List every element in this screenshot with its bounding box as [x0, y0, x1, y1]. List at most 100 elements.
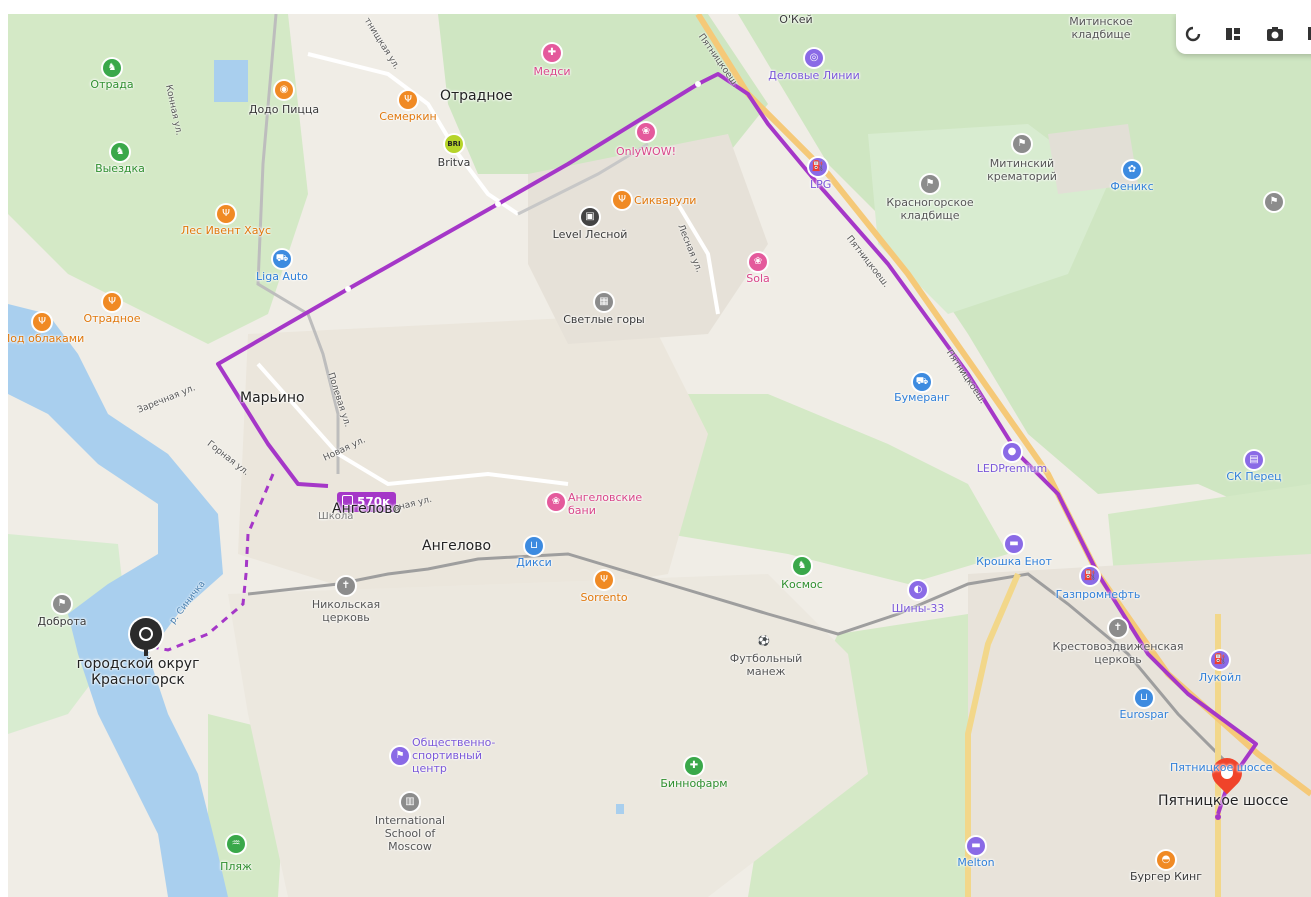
- beach-icon[interactable]: ♒: [227, 835, 245, 853]
- poi-sk-perec-label: СК Перец: [1226, 470, 1282, 483]
- poi-okey-label: О'Кей: [779, 14, 813, 26]
- ruler-icon[interactable]: [1300, 22, 1311, 46]
- bed-icon[interactable]: ▬: [967, 837, 985, 855]
- landmark-icon[interactable]: ⚑: [1013, 135, 1031, 153]
- school-label: Школа: [318, 511, 354, 522]
- sport-icon[interactable]: ⚑: [391, 747, 409, 765]
- poi-vyezdka-label: Выездка: [95, 162, 145, 175]
- layers-icon[interactable]: [1220, 22, 1246, 46]
- horse-icon[interactable]: ♞: [103, 59, 121, 77]
- poi-svetlye-gory-label: Светлые горы: [563, 313, 645, 326]
- car-icon[interactable]: ⛟: [913, 373, 931, 391]
- poi-lpg-label: LPG: [810, 178, 832, 191]
- britva-logo-icon[interactable]: BRI: [445, 135, 463, 153]
- basket-icon[interactable]: ⊔: [525, 537, 543, 555]
- district-angelovo-north: Ангелово: [332, 501, 402, 517]
- beauty-icon[interactable]: ❀: [749, 253, 767, 271]
- delivery-icon[interactable]: ◎: [805, 49, 823, 67]
- bed-icon[interactable]: ▬: [1005, 535, 1023, 553]
- burger-icon[interactable]: ◓: [1157, 851, 1175, 869]
- tire-icon[interactable]: ◐: [909, 581, 927, 599]
- map-toolbar: [1176, 14, 1311, 54]
- medical-icon[interactable]: ✚: [543, 44, 561, 62]
- route-start-marker[interactable]: [130, 618, 162, 656]
- bus-route-badge[interactable]: 570к: [337, 492, 397, 512]
- poi-semerkin-label: Семеркин: [379, 110, 437, 123]
- poi-krasnogorskoe-kladbishche-label: Красногорское кладбище: [886, 196, 974, 222]
- poi-sola-label: Sola: [746, 272, 770, 285]
- poi-kroshka-enot-label: Крошка Енот: [976, 555, 1052, 568]
- football-icon[interactable]: ⚽: [757, 636, 771, 647]
- flag-icon[interactable]: ⚑: [1265, 193, 1283, 211]
- pizza-icon[interactable]: ◉: [275, 81, 293, 99]
- restaurant-icon[interactable]: Ψ: [33, 313, 51, 331]
- fuel-icon[interactable]: ⛽: [1211, 651, 1229, 669]
- route-start-label: городской округ Красногорск: [76, 656, 200, 688]
- map-canvas[interactable]: 570к городской округ Красногорск Пятницк…: [8, 14, 1311, 897]
- map-base-layer: [8, 14, 1311, 897]
- poi-lukoil-label: Лукойл: [1198, 671, 1242, 684]
- briefcase-icon[interactable]: ▤: [1245, 451, 1263, 469]
- church-icon[interactable]: ✝: [337, 577, 355, 595]
- pharmacy-icon[interactable]: ✚: [685, 757, 703, 775]
- poi-melton-label: Melton: [957, 856, 995, 869]
- poi-eurospar-label: Eurospar: [1119, 708, 1169, 721]
- poi-mitinskoe-kladbishche-label: Митинское кладбище: [1069, 15, 1133, 41]
- poi-pod-oblakami-label: Под облаками: [8, 332, 85, 345]
- poi-plyazh-label: Пляж: [220, 860, 252, 873]
- poi-sport-center-label: Общественно- спортивный центр: [412, 736, 496, 775]
- poi-les-ivent-label: Лес Ивент Хаус: [181, 224, 271, 237]
- poi-level-lesnoy-label: Level Лесной: [552, 228, 628, 241]
- poi-gazpromneft-label: Газпромнефть: [1055, 588, 1141, 601]
- beauty-icon[interactable]: ❀: [637, 123, 655, 141]
- restaurant-icon[interactable]: Ψ: [103, 293, 121, 311]
- camera-icon[interactable]: [1262, 22, 1288, 46]
- church-icon[interactable]: ✝: [1109, 619, 1127, 637]
- school-icon[interactable]: ▥: [401, 793, 419, 811]
- poi-ledpremium-label: LEDPremium: [976, 462, 1048, 475]
- horse-icon[interactable]: ♞: [111, 143, 129, 161]
- poi-krestovozdvizhenskaya-label: Крестовоздвиженская церковь: [1052, 640, 1184, 666]
- fuel-icon[interactable]: ⛽: [809, 158, 827, 176]
- poi-football-label: Футбольный манеж: [729, 652, 803, 678]
- pet-icon[interactable]: ✿: [1123, 161, 1141, 179]
- poi-delovye-linii-label: Деловые Линии: [768, 69, 860, 82]
- flag-icon[interactable]: ⚑: [53, 595, 71, 613]
- refresh-icon[interactable]: [1180, 22, 1206, 46]
- poi-bumerang-label: Бумеранг: [894, 391, 950, 404]
- cemetery-icon[interactable]: ⚑: [921, 175, 939, 193]
- end-stop-label: Пятницкое шоссе: [1170, 761, 1273, 774]
- restaurant-icon[interactable]: Ψ: [399, 91, 417, 109]
- poi-medsi-label: Медси: [533, 65, 571, 78]
- restaurant-icon[interactable]: Ψ: [217, 205, 235, 223]
- poi-angelovskie-bani-label: Ангеловские бани: [568, 491, 643, 517]
- restaurant-icon[interactable]: Ψ: [595, 571, 613, 589]
- horse-icon[interactable]: ♞: [793, 557, 811, 575]
- bus-route-number: 570к: [357, 495, 391, 509]
- restaurant-icon[interactable]: Ψ: [613, 191, 631, 209]
- poi-dodo-label: Додо Пицца: [248, 103, 320, 116]
- fuel-icon[interactable]: ⛽: [1081, 567, 1099, 585]
- district-angelovo: Ангелово: [422, 538, 492, 554]
- start-icon: [139, 627, 153, 641]
- poi-liga-auto-label: Liga Auto: [256, 270, 308, 283]
- poi-nikolskaya-label: Никольская церковь: [311, 598, 381, 624]
- poi-diksi-label: Дикси: [516, 556, 552, 569]
- district-otradnoe: Отрадное: [440, 88, 513, 104]
- shop-icon[interactable]: ●: [1003, 443, 1021, 461]
- residential-icon[interactable]: ▦: [595, 293, 613, 311]
- building-icon[interactable]: ▣: [581, 208, 599, 226]
- poi-burger-king-label: Бургер Кинг: [1130, 870, 1202, 883]
- car-icon[interactable]: ⛟: [273, 250, 291, 268]
- bus-icon: [342, 495, 353, 506]
- spa-icon[interactable]: ❀: [547, 493, 565, 511]
- poi-intl-school-label: International School of Moscow: [374, 814, 446, 853]
- district-marino: Марьино: [240, 390, 305, 406]
- route-end-label: Пятницкое шоссе: [1158, 793, 1289, 809]
- poi-shiny33-label: Шины-33: [891, 602, 945, 615]
- poi-dobrota-label: Доброта: [37, 615, 87, 628]
- poi-binnofarm-label: Биннофарм: [660, 777, 728, 790]
- poi-otrada-label: Отрада: [90, 78, 134, 91]
- poi-feniks-label: Феникс: [1110, 180, 1154, 193]
- basket-icon[interactable]: ⊔: [1135, 689, 1153, 707]
